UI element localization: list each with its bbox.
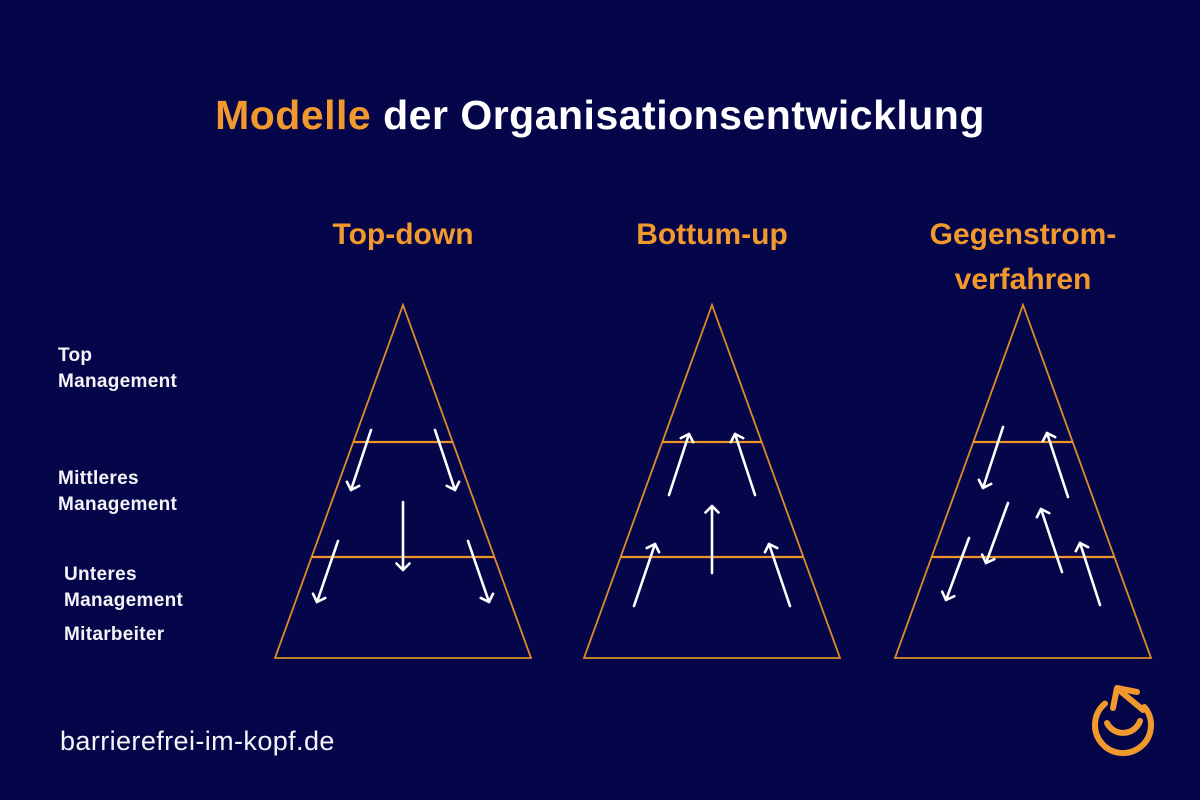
level-label-line: Management <box>58 371 178 392</box>
gegenstrom-pyramid-diagram <box>893 302 1153 659</box>
column-header-top-down-label: Top-down <box>332 218 474 251</box>
page-title: Modelle der Organisationsentwicklung <box>0 92 1200 139</box>
page-title-highlight: Modelle <box>215 92 372 138</box>
column-header-gegenstrom-line1: Gegenstrom- <box>929 218 1117 251</box>
pyramid-outline <box>273 302 533 659</box>
flow-arrow-up <box>763 542 792 608</box>
column-header-gegenstrom-line2: verfahren <box>954 263 1092 296</box>
column-header-bottom-up: Bottum-up <box>636 212 788 257</box>
logo-arrow-shaft <box>1116 687 1146 713</box>
flow-arrow-down <box>433 428 461 492</box>
column-header-top-down: Top-down <box>332 212 473 257</box>
flow-arrow-up <box>632 542 661 608</box>
flow-arrow-down <box>977 425 1005 490</box>
flow-arrow-up <box>729 432 757 497</box>
flow-arrow-down <box>980 501 1010 565</box>
level-label-mittleres-management: Mittleres Management <box>58 466 177 518</box>
level-label-line: Unteres <box>64 564 137 585</box>
level-label-line: Mitarbeiter <box>64 624 165 645</box>
flow-arrow-up <box>1035 507 1064 574</box>
logo-arrow-head <box>1110 685 1140 711</box>
column-header-gegenstromverfahren: Gegenstrom- verfahren <box>930 212 1117 302</box>
logo-smile-arc <box>1104 718 1143 736</box>
circular-arrow-logo-icon <box>1092 685 1154 756</box>
level-label-unteres-management: Unteres Management <box>64 562 183 614</box>
website-url: barrierefrei-im-kopf.de <box>60 726 335 756</box>
flow-arrow-down <box>466 539 495 604</box>
flow-arrow-down <box>940 536 971 602</box>
flow-arrow-down <box>311 539 340 604</box>
level-label-top-management: Top Management <box>58 343 177 395</box>
flow-arrow-down <box>345 428 373 492</box>
level-label-line: Management <box>58 494 178 515</box>
level-label-line: Mittleres <box>58 468 139 489</box>
page-title-rest: der Organisationsentwicklung <box>371 92 985 138</box>
logo-circle <box>1092 700 1154 756</box>
level-label-mitarbeiter: Mitarbeiter <box>64 622 164 648</box>
pyramid-outline <box>893 302 1153 659</box>
column-header-bottom-up-label: Bottum-up <box>636 218 788 251</box>
flow-arrow-up <box>667 432 695 497</box>
bottom-up-pyramid-diagram <box>582 302 842 659</box>
top-down-pyramid-diagram <box>273 302 533 659</box>
flow-arrow-up <box>1041 431 1070 499</box>
level-label-line: Management <box>64 590 184 611</box>
pyramid-outline <box>582 302 842 659</box>
flow-arrow-up <box>1074 541 1102 607</box>
level-label-line: Top <box>58 345 93 366</box>
